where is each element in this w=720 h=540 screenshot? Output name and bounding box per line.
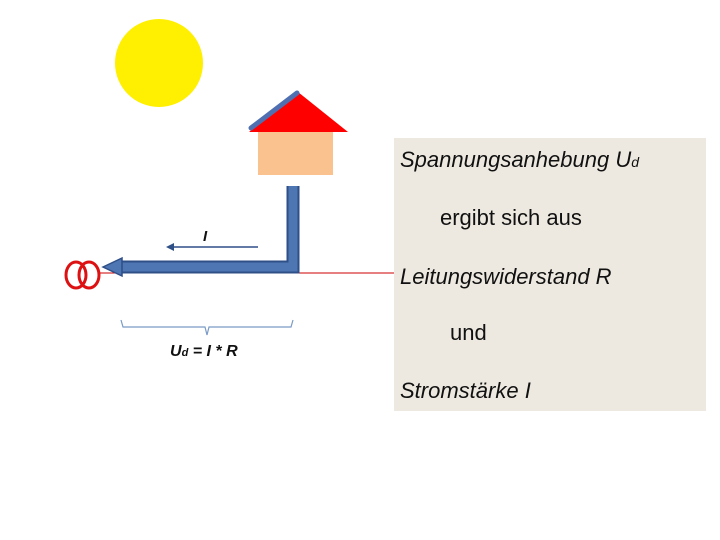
current-label: I [203,228,208,245]
dimension-bracket [120,319,294,336]
current-arrow [166,243,258,251]
cable-arrow [101,186,300,278]
explanation-panel [394,138,706,411]
house-roof-edge [248,90,300,131]
explanation-line-ergibt: ergibt sich aus [440,205,582,230]
explanation-line-resistance: Leitungswiderstand R [400,264,612,289]
house-roof [249,92,348,132]
transformer-icon [64,260,101,290]
sun-icon [115,19,203,107]
explanation-line-und: und [450,320,487,345]
heading-subscript: d [631,154,640,170]
house-wall [258,132,333,175]
house-icon [248,90,348,175]
explanation-line-current: Stromstärke I [400,378,531,403]
voltage-formula: Ud = I * R [170,343,238,360]
explanation-heading: Spannungsanhebung Ud [400,147,640,172]
